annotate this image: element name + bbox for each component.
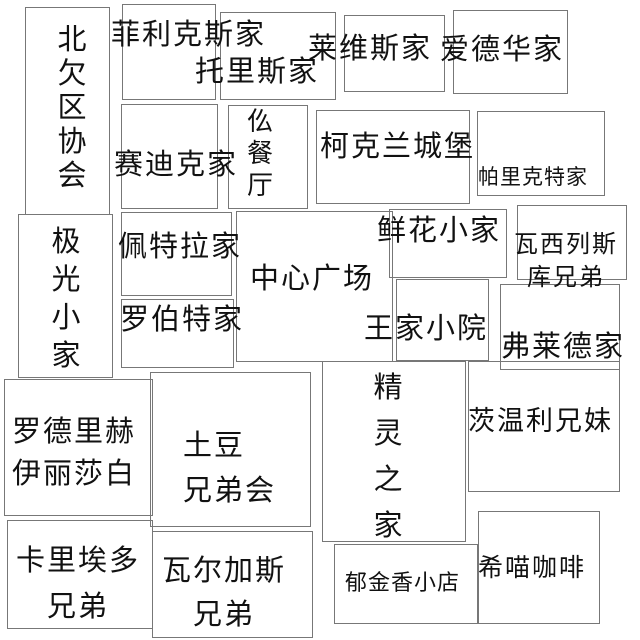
region-label-eduard: 爱德华家 <box>440 32 565 66</box>
region-label-toris: 托里斯家 <box>195 54 320 88</box>
region-box-eduard <box>453 10 568 94</box>
region-label-patrick: 帕里克特家 <box>478 165 588 189</box>
region-label-central-plaza: 中心广场 <box>250 261 375 295</box>
region-label-vasilescu: 瓦西列斯 库兄弟 <box>514 230 618 291</box>
region-label-feliks: 菲利克斯家 <box>111 17 267 51</box>
region-label-potato: 土豆 兄弟会 <box>183 428 277 507</box>
region-box-vasilescu <box>517 205 627 280</box>
region-label-flower-house: 鲜花小家 <box>377 213 502 247</box>
region-box-cafe <box>478 511 600 624</box>
region-label-beiqian: 北欠区协会 <box>57 22 89 192</box>
region-label-cafe: 希喵咖啡 <box>478 553 587 582</box>
region-box-central-plaza <box>236 211 393 362</box>
region-box-vargas <box>152 531 313 638</box>
region-box-tulip <box>334 544 478 624</box>
region-label-sadiq: 赛迪克家 <box>114 147 239 181</box>
region-box-potato <box>150 372 311 527</box>
region-box-sadiq <box>121 104 218 209</box>
region-label-petra: 佩特拉家 <box>118 229 243 263</box>
region-box-patrick <box>477 111 605 196</box>
region-label-tulip: 郁金香小店 <box>345 571 461 596</box>
region-label-restaurant: 仫餐厅 <box>246 107 275 201</box>
region-label-fred: 弗莱德家 <box>501 329 626 363</box>
region-box-feliks <box>122 4 216 100</box>
region-label-vargas: 瓦尔加斯 兄弟 <box>162 553 287 631</box>
region-box-wang <box>396 279 489 361</box>
region-label-elf: 精灵之家 <box>373 370 405 542</box>
region-label-roderich: 罗德里赫 伊丽莎白 <box>12 414 137 490</box>
region-label-raivis: 莱维斯家 <box>308 31 433 65</box>
region-box-kirkland <box>316 110 470 204</box>
region-box-toris <box>220 12 336 100</box>
region-box-zwingli <box>468 361 620 492</box>
region-label-robert: 罗伯特家 <box>120 302 245 336</box>
region-label-wang: 王家小院 <box>364 311 489 345</box>
region-box-roderich <box>4 379 153 516</box>
region-box-elf <box>322 361 466 542</box>
region-label-zwingli: 茨温利兄妹 <box>468 406 613 437</box>
region-box-restaurant <box>228 105 308 209</box>
region-box-fred <box>500 284 620 370</box>
region-label-carriedo: 卡里埃多 兄弟 <box>16 543 141 623</box>
region-box-raivis <box>344 15 445 92</box>
region-box-flower-house <box>389 209 507 278</box>
region-label-kirkland: 柯克兰城堡 <box>320 129 476 163</box>
region-box-aurora <box>18 214 113 378</box>
region-label-aurora: 极光小家 <box>51 224 83 372</box>
region-box-petra <box>121 212 232 296</box>
region-box-robert <box>121 299 234 368</box>
